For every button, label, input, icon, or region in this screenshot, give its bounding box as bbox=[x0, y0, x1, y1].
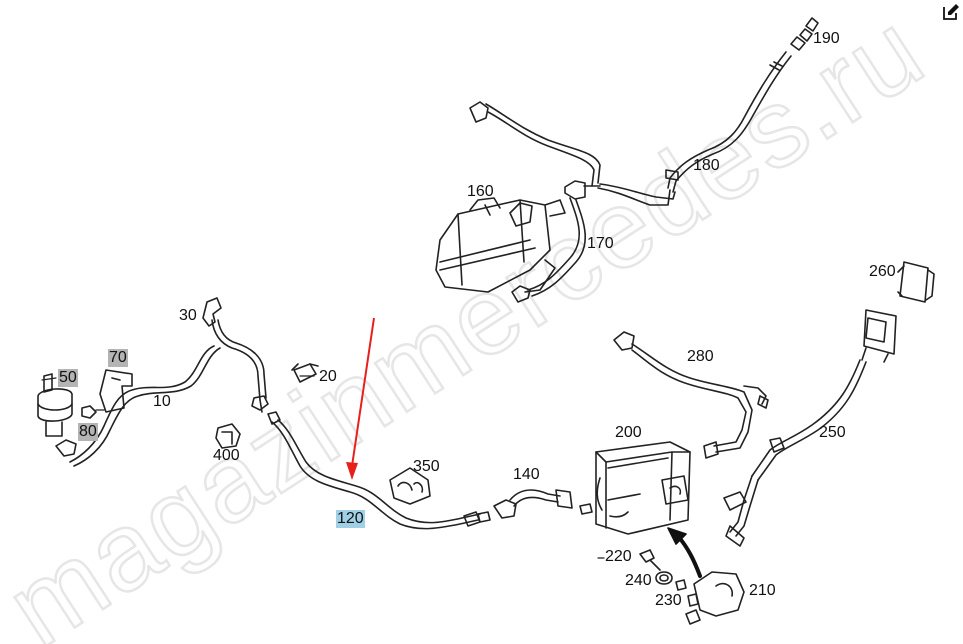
callout-260[interactable]: 260 bbox=[869, 263, 896, 280]
callout-120[interactable]: 120 bbox=[336, 510, 365, 528]
callout-220[interactable]: 220 bbox=[605, 548, 632, 565]
edit-icon[interactable] bbox=[942, 3, 960, 21]
callout-400[interactable]: 400 bbox=[213, 447, 240, 464]
callout-70[interactable]: 70 bbox=[108, 349, 128, 367]
callout-200[interactable]: 200 bbox=[615, 424, 642, 441]
callout-210[interactable]: 210 bbox=[749, 582, 776, 599]
pipe-160-upper bbox=[469, 101, 601, 200]
pipe-280 bbox=[613, 331, 769, 459]
pipe-170 bbox=[511, 197, 587, 303]
callout-190[interactable]: 190 bbox=[813, 30, 840, 47]
valve-50 bbox=[37, 369, 133, 457]
assembly-arrow bbox=[667, 527, 702, 578]
pipe-140 bbox=[493, 489, 573, 519]
canister-200 bbox=[579, 441, 691, 535]
callout-30[interactable]: 30 bbox=[179, 307, 197, 324]
callout-20[interactable]: 20 bbox=[319, 368, 337, 385]
callout-80[interactable]: 80 bbox=[78, 423, 98, 441]
pipe-250 bbox=[723, 309, 897, 547]
callout-170[interactable]: 170 bbox=[587, 235, 614, 252]
leader-lines bbox=[41, 375, 605, 559]
pipe-10 bbox=[69, 297, 269, 467]
part-350 bbox=[389, 467, 431, 505]
callout-180[interactable]: 180 bbox=[693, 157, 720, 174]
pipe-120 bbox=[267, 411, 491, 530]
callout-350[interactable]: 350 bbox=[413, 458, 440, 475]
part-260 bbox=[897, 261, 935, 303]
callout-250[interactable]: 250 bbox=[819, 424, 846, 441]
pipe-180 bbox=[597, 17, 819, 206]
callout-10[interactable]: 10 bbox=[153, 393, 171, 410]
small-parts bbox=[639, 549, 745, 625]
callout-160[interactable]: 160 bbox=[467, 183, 494, 200]
part-400 bbox=[215, 423, 241, 449]
callout-280[interactable]: 280 bbox=[687, 348, 714, 365]
tank-160 bbox=[435, 197, 566, 293]
callout-140[interactable]: 140 bbox=[513, 466, 540, 483]
callout-230[interactable]: 230 bbox=[655, 592, 682, 609]
callout-240[interactable]: 240 bbox=[625, 572, 652, 589]
clip-20 bbox=[291, 363, 319, 383]
callout-50[interactable]: 50 bbox=[58, 369, 78, 387]
